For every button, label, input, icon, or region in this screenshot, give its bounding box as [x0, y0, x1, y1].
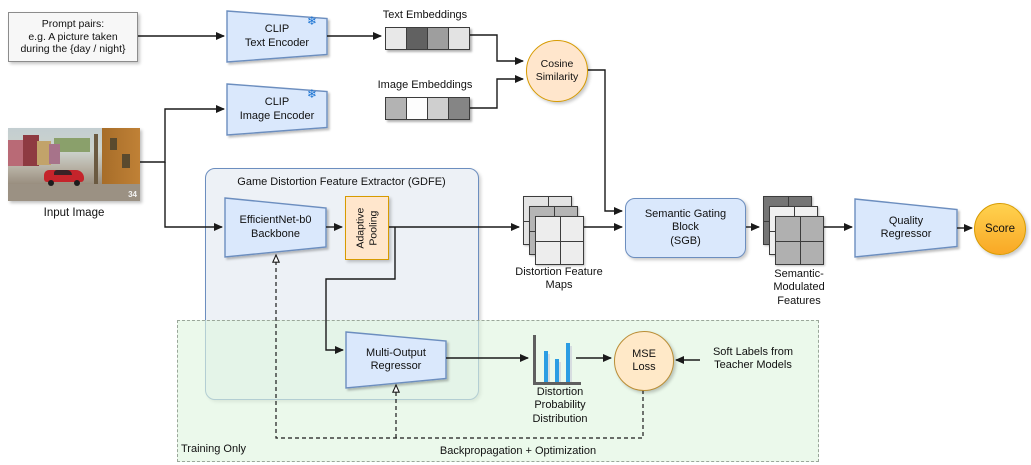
embedding-cell: [448, 28, 469, 49]
input-image: 34: [8, 128, 140, 201]
adaptive-pooling-node: Adaptive Pooling: [345, 196, 389, 260]
building-tan: [37, 141, 51, 165]
frozen-snowflake-icon: ❄: [307, 87, 318, 101]
arrow-input-to-image-encoder: [140, 105, 225, 163]
semantic-feature-layer-front: [775, 216, 824, 265]
building-mauve: [49, 144, 60, 164]
embedding-cell: [427, 28, 448, 49]
distortion-maps-label: Distortion Feature Maps: [515, 266, 603, 292]
efficientnet-backbone-label: EfficientNet-b0 Backbone: [239, 214, 312, 240]
car-wheel: [74, 180, 80, 186]
quality-regressor-label: Quality Regressor: [880, 214, 932, 240]
building-pink: [8, 140, 26, 166]
building-red: [23, 135, 39, 166]
input-image-label: Input Image: [43, 207, 105, 219]
arrow-text-embeddings-to-cosine: [465, 34, 524, 65]
distribution-label: Distortion Probability Distribution: [532, 386, 588, 425]
window: [110, 138, 117, 150]
bar: [544, 351, 548, 382]
window: [122, 154, 130, 168]
arrow-cosine-to-sgb: [586, 69, 623, 215]
backpropagation-label: Backpropagation + Optimization: [439, 445, 597, 457]
embedding-cell: [386, 98, 406, 119]
embedding-cell: [406, 98, 427, 119]
building-orange: [102, 128, 140, 188]
text-embeddings-label: Text Embeddings: [382, 9, 468, 21]
score-node: Score: [974, 203, 1026, 255]
mse-loss-node: MSE Loss: [614, 331, 674, 391]
image-embeddings-vector: [385, 97, 470, 120]
prompt-pairs-box: Prompt pairs: e.g. A picture taken durin…: [8, 12, 138, 62]
embedding-cell: [386, 28, 406, 49]
multi-output-regressor-label: Multi-Output Regressor: [366, 346, 426, 372]
training-only-container: [177, 320, 819, 462]
hills: [54, 138, 90, 152]
image-embeddings-label: Image Embeddings: [377, 79, 473, 91]
hud-speed-text: 34: [128, 190, 137, 199]
soft-labels-text: Soft Labels from Teacher Models: [712, 346, 794, 372]
car-windshield: [54, 170, 72, 175]
frozen-snowflake-icon: ❄: [307, 14, 318, 28]
bar: [555, 359, 559, 382]
bar: [566, 343, 570, 382]
car-wheel: [48, 180, 54, 186]
adaptive-pooling-label: Adaptive Pooling: [353, 207, 379, 249]
distortion-map-layer-front: [535, 216, 584, 265]
pole: [94, 134, 98, 186]
embedding-cell: [448, 98, 469, 119]
semantic-gating-block-node: Semantic Gating Block (SGB): [625, 198, 746, 258]
road: [8, 184, 140, 201]
embedding-cell: [427, 98, 448, 119]
distribution-chart-icon: [533, 335, 581, 385]
gdfe-title: Game Distortion Feature Extractor (GDFE): [237, 176, 446, 188]
embedding-cell: [406, 28, 427, 49]
training-only-label: Training Only: [181, 443, 247, 455]
text-embeddings-vector: [385, 27, 470, 50]
cosine-similarity-node: Cosine Similarity: [526, 40, 588, 102]
semantic-features-label: Semantic- Modulated Features: [773, 268, 825, 307]
